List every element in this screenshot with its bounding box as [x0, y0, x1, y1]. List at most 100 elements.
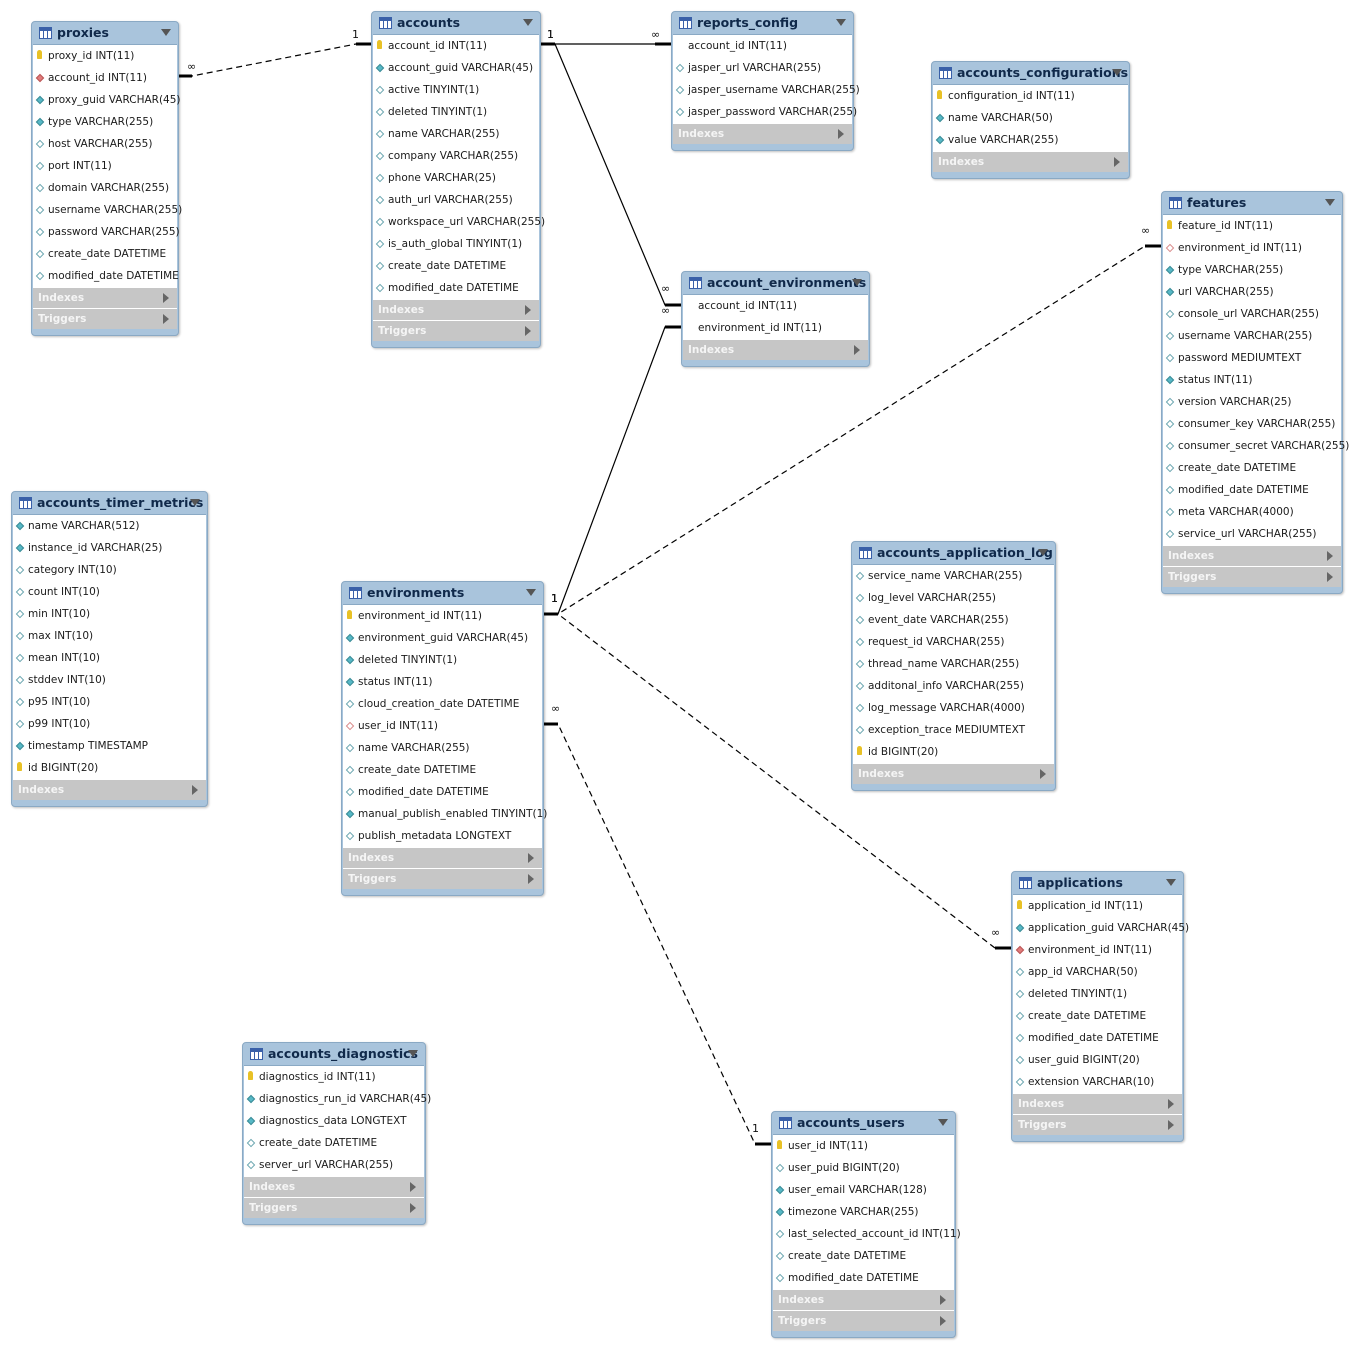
column-row[interactable]: username VARCHAR(255) — [1163, 325, 1341, 347]
collapse-arrow-icon[interactable] — [1166, 879, 1176, 886]
column-row[interactable]: diagnostics_run_id VARCHAR(45) — [244, 1088, 431, 1110]
column-row[interactable]: app_id VARCHAR(50) — [1013, 961, 1182, 983]
table-header[interactable]: features — [1162, 192, 1342, 214]
expand-arrow-icon[interactable] — [192, 785, 198, 795]
column-row[interactable]: request_id VARCHAR(255) — [853, 631, 1054, 653]
column-row[interactable]: p99 INT(10) — [13, 713, 206, 735]
column-row[interactable]: proxy_guid VARCHAR(45) — [33, 89, 181, 111]
column-row[interactable]: jasper_url VARCHAR(255) — [673, 57, 852, 79]
table-header[interactable]: account_environments — [682, 272, 869, 294]
expand-arrow-icon[interactable] — [854, 345, 860, 355]
column-row[interactable]: name VARCHAR(255) — [373, 123, 539, 145]
triggers-section[interactable]: Triggers — [244, 1197, 424, 1218]
triggers-section[interactable]: Triggers — [343, 868, 542, 889]
column-row[interactable]: create_date DATETIME — [244, 1132, 424, 1154]
indexes-section[interactable]: Indexes — [1163, 545, 1341, 566]
triggers-section[interactable]: Triggers — [1163, 566, 1341, 587]
column-row[interactable]: create_date DATETIME — [773, 1245, 954, 1267]
indexes-section[interactable]: Indexes — [343, 847, 542, 868]
expand-arrow-icon[interactable] — [940, 1316, 946, 1326]
column-row[interactable]: user_email VARCHAR(128) — [773, 1179, 954, 1201]
column-row[interactable]: deleted TINYINT(1) — [343, 649, 542, 671]
column-row[interactable]: timestamp TIMESTAMP — [13, 735, 206, 757]
expand-arrow-icon[interactable] — [1327, 551, 1333, 561]
column-row[interactable]: version VARCHAR(25) — [1163, 391, 1341, 413]
indexes-section[interactable]: Indexes — [1013, 1093, 1182, 1114]
expand-arrow-icon[interactable] — [528, 853, 534, 863]
expand-arrow-icon[interactable] — [1040, 769, 1046, 779]
column-row[interactable]: create_date DATETIME — [343, 759, 542, 781]
column-row[interactable]: instance_id VARCHAR(25) — [13, 537, 206, 559]
column-row[interactable]: extension VARCHAR(10) — [1013, 1071, 1182, 1093]
column-row[interactable]: account_id INT(11) — [33, 67, 177, 89]
collapse-arrow-icon[interactable] — [1038, 549, 1048, 556]
column-row[interactable]: last_selected_account_id INT(11) — [773, 1223, 961, 1245]
column-row[interactable]: environment_id INT(11) — [1163, 237, 1341, 259]
expand-arrow-icon[interactable] — [1168, 1099, 1174, 1109]
indexes-section[interactable]: Indexes — [773, 1289, 954, 1310]
column-row[interactable]: thread_name VARCHAR(255) — [853, 653, 1054, 675]
indexes-section[interactable]: Indexes — [853, 763, 1054, 784]
column-row[interactable]: is_auth_global TINYINT(1) — [373, 233, 539, 255]
expand-arrow-icon[interactable] — [1114, 157, 1120, 167]
column-row[interactable]: create_date DATETIME — [1163, 457, 1341, 479]
column-row[interactable]: name VARCHAR(512) — [13, 515, 206, 537]
column-row[interactable]: manual_publish_enabled TINYINT(1) — [343, 803, 547, 825]
column-row[interactable]: auth_url VARCHAR(255) — [373, 189, 539, 211]
column-row[interactable]: p95 INT(10) — [13, 691, 206, 713]
column-row[interactable]: category INT(10) — [13, 559, 206, 581]
indexes-section[interactable]: Indexes — [13, 779, 206, 800]
column-row[interactable]: modified_date DATETIME — [33, 265, 179, 287]
column-row[interactable]: url VARCHAR(255) — [1163, 281, 1341, 303]
column-row[interactable]: host VARCHAR(255) — [33, 133, 177, 155]
table-header[interactable]: accounts_users — [772, 1112, 955, 1134]
column-row[interactable]: environment_guid VARCHAR(45) — [343, 627, 542, 649]
column-row[interactable]: max INT(10) — [13, 625, 206, 647]
column-row[interactable]: deleted TINYINT(1) — [373, 101, 539, 123]
column-row[interactable]: company VARCHAR(255) — [373, 145, 539, 167]
relationship-environments-account-environments[interactable]: 1∞ — [542, 304, 681, 616]
expand-arrow-icon[interactable] — [410, 1203, 416, 1213]
triggers-section[interactable]: Triggers — [33, 308, 177, 329]
column-row[interactable]: modified_date DATETIME — [373, 277, 539, 299]
triggers-section[interactable]: Triggers — [373, 320, 539, 341]
column-row[interactable]: create_date DATETIME — [1013, 1005, 1182, 1027]
column-row[interactable]: active TINYINT(1) — [373, 79, 539, 101]
table-header[interactable]: accounts — [372, 12, 540, 34]
expand-arrow-icon[interactable] — [163, 293, 169, 303]
indexes-section[interactable]: Indexes — [244, 1176, 424, 1197]
column-row[interactable]: phone VARCHAR(25) — [373, 167, 539, 189]
column-row[interactable]: workspace_url VARCHAR(255) — [373, 211, 545, 233]
indexes-section[interactable]: Indexes — [33, 287, 177, 308]
table-header[interactable]: proxies — [32, 22, 178, 44]
expand-arrow-icon[interactable] — [410, 1182, 416, 1192]
collapse-arrow-icon[interactable] — [523, 19, 533, 26]
column-row[interactable]: publish_metadata LONGTEXT — [343, 825, 542, 847]
column-row[interactable]: environment_id INT(11) — [683, 317, 868, 339]
column-row[interactable]: diagnostics_data LONGTEXT — [244, 1110, 424, 1132]
column-row[interactable]: modified_date DATETIME — [343, 781, 542, 803]
collapse-arrow-icon[interactable] — [1325, 199, 1335, 206]
table-header[interactable]: applications — [1012, 872, 1183, 894]
column-row[interactable]: account_guid VARCHAR(45) — [373, 57, 539, 79]
relationship-accounts-account-environments[interactable]: 1∞ — [539, 28, 681, 307]
collapse-arrow-icon[interactable] — [938, 1119, 948, 1126]
column-row[interactable]: modified_date DATETIME — [773, 1267, 954, 1289]
column-row[interactable]: log_level VARCHAR(255) — [853, 587, 1054, 609]
column-row[interactable]: service_name VARCHAR(255) — [853, 565, 1054, 587]
indexes-section[interactable]: Indexes — [373, 299, 539, 320]
collapse-arrow-icon[interactable] — [190, 499, 200, 506]
column-row[interactable]: jasper_username VARCHAR(255) — [673, 79, 860, 101]
column-row[interactable]: account_id INT(11) — [683, 295, 868, 317]
column-row[interactable]: create_date DATETIME — [373, 255, 539, 277]
collapse-arrow-icon[interactable] — [852, 279, 862, 286]
column-row[interactable]: modified_date DATETIME — [1163, 479, 1341, 501]
table-header[interactable]: reports_config — [672, 12, 853, 34]
